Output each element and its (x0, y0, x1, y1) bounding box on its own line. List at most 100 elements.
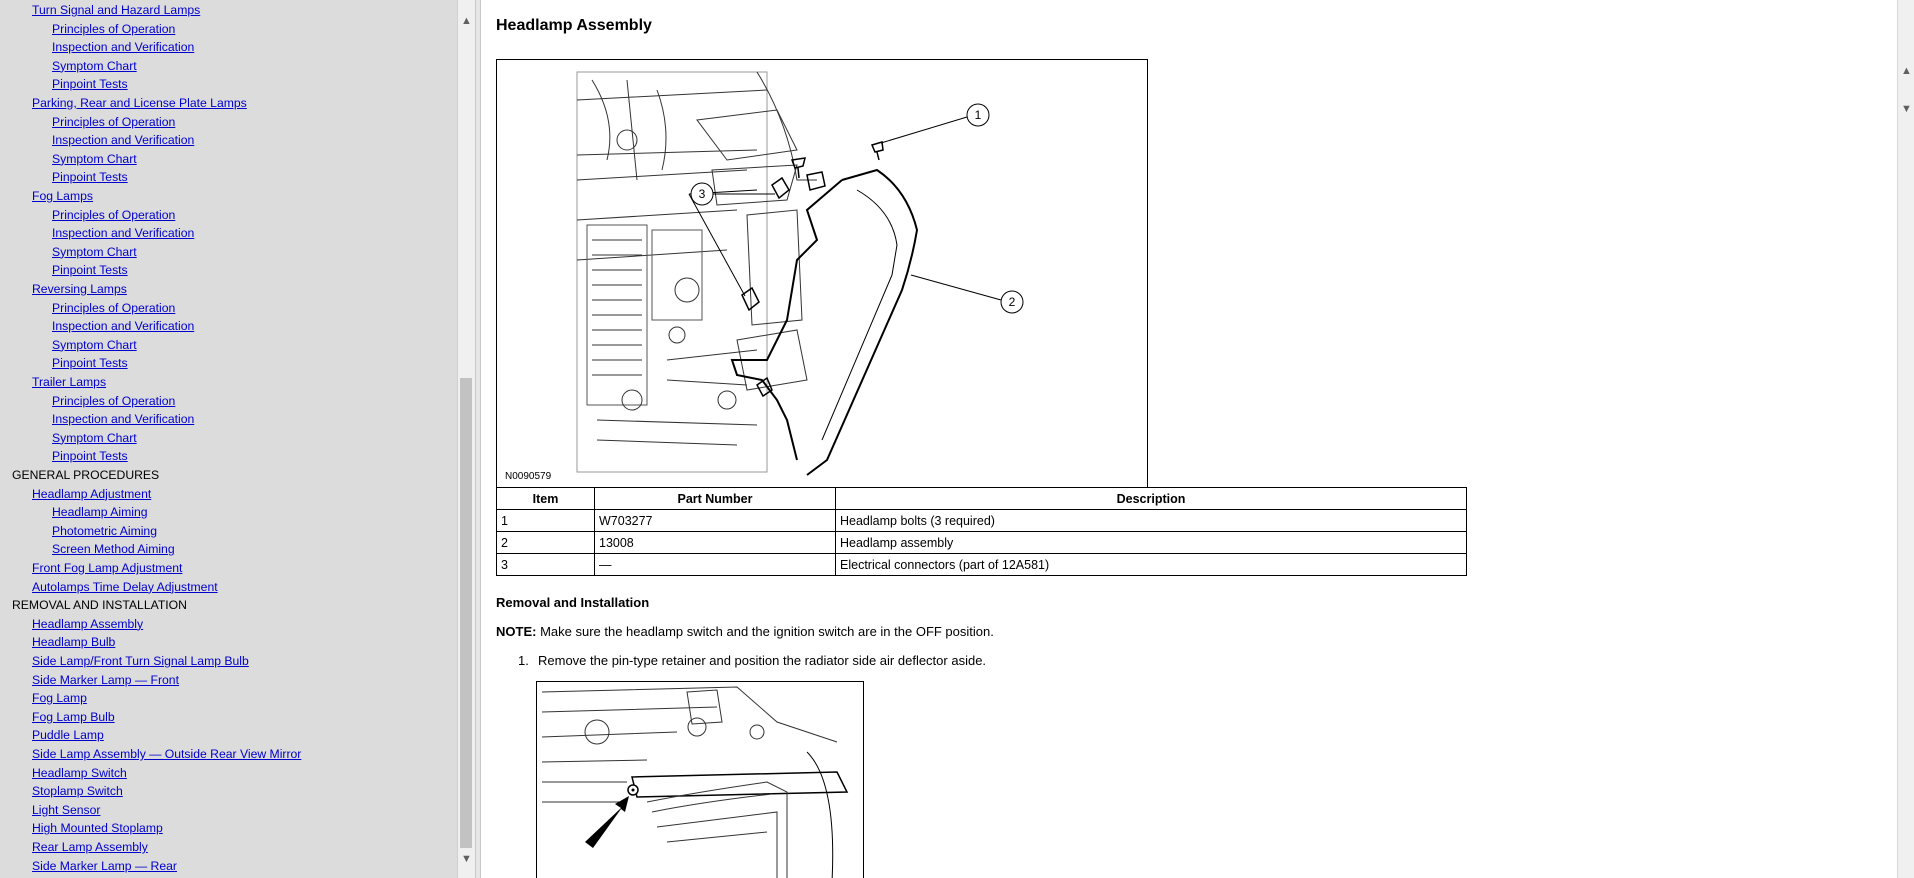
nav-item[interactable]: Fog Lamp (32, 689, 87, 707)
nav-link[interactable]: Principles of Operation (52, 393, 176, 408)
nav-scrollbar[interactable]: ▲ ▼ (457, 0, 475, 878)
nav-link[interactable]: Fog Lamp (32, 691, 87, 706)
nav-item[interactable]: Headlamp Bulb (32, 633, 115, 651)
nav-link[interactable]: Fog Lamp Bulb (32, 709, 115, 724)
nav-item[interactable]: Autolamps Time Delay Adjustment (32, 578, 218, 596)
nav-link[interactable]: High Mounted Stoplamp (32, 821, 163, 836)
nav-link[interactable]: Symptom Chart (52, 430, 137, 445)
nav-item[interactable]: Principles of Operation (52, 113, 175, 131)
nav-link[interactable]: Inspection and Verification (52, 319, 195, 334)
nav-link[interactable]: Headlamp Adjustment (32, 486, 152, 501)
nav-link[interactable]: Screen Method Aiming (52, 542, 175, 557)
nav-link[interactable]: Headlamp Aiming (52, 505, 148, 520)
nav-link[interactable]: Fog Lamps (32, 189, 93, 203)
nav-link[interactable]: Light Sensor (32, 802, 101, 817)
nav-item[interactable]: Symptom Chart (52, 429, 137, 447)
nav-item[interactable]: Pinpoint Tests (52, 261, 128, 279)
nav-link[interactable]: Trailer Lamps (32, 375, 107, 389)
nav-item[interactable]: Stoplamp Switch (32, 782, 123, 800)
nav-item[interactable]: Pinpoint Tests (52, 75, 128, 93)
nav-link[interactable]: Pinpoint Tests (52, 356, 128, 371)
nav-item[interactable]: Fog Lamp Bulb (32, 708, 115, 726)
nav-item[interactable]: Reversing Lamps (32, 280, 127, 298)
nav-link[interactable]: Pinpoint Tests (52, 263, 128, 278)
nav-link[interactable]: Symptom Chart (52, 151, 137, 166)
nav-link[interactable]: Parking, Rear and License Plate Lamps (32, 96, 247, 110)
nav-item[interactable]: Puddle Lamp (32, 726, 104, 744)
content-scroll-up-arrow-icon[interactable]: ▲ (1901, 64, 1912, 77)
nav-item[interactable]: Side Marker Lamp — Rear (32, 857, 177, 875)
nav-item[interactable]: Symptom Chart (52, 150, 137, 168)
nav-link[interactable]: Inspection and Verification (52, 412, 195, 427)
nav-item[interactable]: Headlamp Assembly (32, 615, 143, 633)
nav-item[interactable]: Pinpoint Tests (52, 354, 128, 372)
scroll-up-arrow-icon[interactable]: ▲ (461, 14, 472, 27)
nav-item[interactable]: Inspection and Verification (52, 317, 194, 335)
nav-item[interactable]: Side Marker Lamp — Front (32, 671, 179, 689)
nav-link[interactable]: Side Lamp Assembly — Outside Rear View M… (32, 747, 302, 761)
nav-link[interactable]: Puddle Lamp (32, 728, 104, 743)
nav-item[interactable]: Rear Lamp Assembly (32, 838, 148, 856)
nav-link[interactable]: Pinpoint Tests (52, 170, 128, 185)
nav-item[interactable]: Pinpoint Tests (52, 447, 128, 465)
content-scrollbar[interactable]: ▲ ▼ (1897, 0, 1914, 878)
nav-item[interactable]: Symptom Chart (52, 243, 137, 261)
nav-item[interactable]: Principles of Operation (52, 299, 175, 317)
table-row: 1 W703277 Headlamp bolts (3 required) (496, 509, 1467, 532)
nav-item[interactable]: Light Sensor (32, 801, 100, 819)
nav-item[interactable]: Fog Lamps (32, 187, 93, 205)
nav-item[interactable]: Turn Signal and Hazard Lamps (32, 1, 200, 19)
nav-item[interactable]: Principles of Operation (52, 206, 175, 224)
nav-link[interactable]: Side Lamp/Front Turn Signal Lamp Bulb (32, 654, 249, 668)
nav-item[interactable]: Pinpoint Tests (52, 168, 128, 186)
nav-link[interactable]: Pinpoint Tests (52, 77, 128, 92)
nav-link[interactable]: Rear Lamp Assembly (32, 840, 148, 854)
nav-link[interactable]: Symptom Chart (52, 244, 137, 259)
nav-item[interactable]: Symptom Chart (52, 57, 137, 75)
nav-link[interactable]: Reversing Lamps (32, 282, 127, 296)
page-title: Headlamp Assembly (496, 17, 652, 34)
nav-scrollbar-thumb[interactable] (460, 378, 472, 848)
nav-item[interactable]: Side Lamp Assembly — Outside Rear View M… (32, 745, 301, 763)
nav-link[interactable]: Symptom Chart (52, 58, 137, 73)
nav-link[interactable]: Side Marker Lamp — Rear (32, 858, 177, 873)
nav-item[interactable]: Headlamp Switch (32, 764, 127, 782)
nav-item[interactable]: Principles of Operation (52, 20, 175, 38)
nav-item[interactable]: Screen Method Aiming (52, 540, 175, 558)
nav-link[interactable]: Headlamp Switch (32, 765, 127, 780)
content-scroll-down-arrow-icon[interactable]: ▼ (1901, 102, 1912, 115)
nav-link[interactable]: Turn Signal and Hazard Lamps (32, 3, 201, 17)
nav-item[interactable]: Inspection and Verification (52, 131, 194, 149)
nav-link[interactable]: Symptom Chart (52, 337, 137, 352)
pane-splitter[interactable] (475, 0, 481, 878)
nav-item[interactable]: Side Lamp/Front Turn Signal Lamp Bulb (32, 652, 249, 670)
nav-link[interactable]: Headlamp Bulb (32, 635, 116, 650)
nav-item[interactable]: Headlamp Aiming (52, 503, 148, 521)
nav-item[interactable]: Principles of Operation (52, 392, 175, 410)
nav-item[interactable]: Front Fog Lamp Adjustment (32, 559, 182, 577)
nav-item[interactable]: Inspection and Verification (52, 410, 194, 428)
nav-item[interactable]: Trailer Lamps (32, 373, 106, 391)
nav-link[interactable]: Side Marker Lamp — Front (32, 672, 179, 687)
nav-link[interactable]: Principles of Operation (52, 21, 176, 36)
nav-link[interactable]: Photometric Aiming (52, 523, 157, 538)
nav-item[interactable]: Photometric Aiming (52, 522, 157, 540)
nav-link[interactable]: Inspection and Verification (52, 133, 195, 148)
nav-item[interactable]: Inspection and Verification (52, 38, 194, 56)
nav-item[interactable]: Parking, Rear and License Plate Lamps (32, 94, 247, 112)
nav-link[interactable]: Pinpoint Tests (52, 449, 128, 464)
nav-item[interactable]: High Mounted Stoplamp (32, 819, 163, 837)
nav-link[interactable]: Inspection and Verification (52, 226, 195, 241)
nav-link[interactable]: Principles of Operation (52, 207, 176, 222)
nav-link[interactable]: Front Fog Lamp Adjustment (32, 561, 183, 575)
nav-link[interactable]: Principles of Operation (52, 300, 176, 315)
nav-link[interactable]: Stoplamp Switch (32, 784, 123, 799)
nav-link[interactable]: Autolamps Time Delay Adjustment (32, 579, 218, 594)
nav-link[interactable]: Inspection and Verification (52, 40, 195, 55)
scroll-down-arrow-icon[interactable]: ▼ (461, 852, 472, 865)
nav-item[interactable]: Symptom Chart (52, 336, 137, 354)
nav-link[interactable]: Headlamp Assembly (32, 616, 144, 631)
nav-item[interactable]: Inspection and Verification (52, 224, 194, 242)
nav-link[interactable]: Principles of Operation (52, 114, 176, 129)
nav-item[interactable]: Headlamp Adjustment (32, 485, 151, 503)
